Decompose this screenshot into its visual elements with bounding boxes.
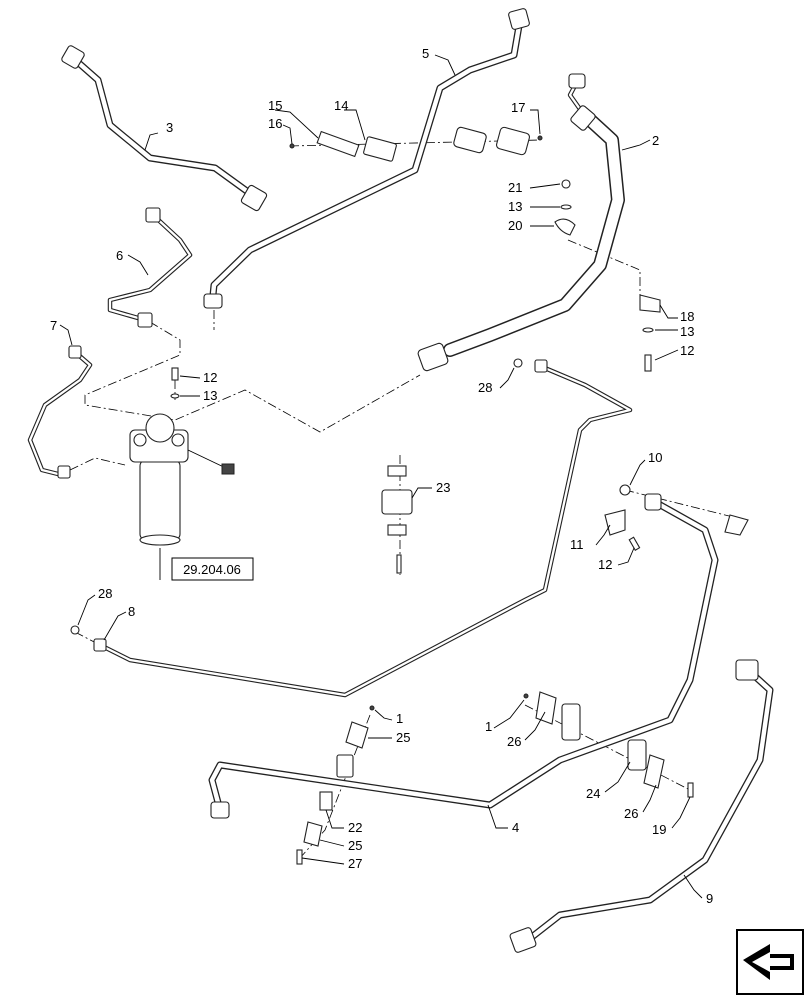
callout-12-lower: 12 <box>598 557 612 572</box>
callout-24: 24 <box>586 786 600 801</box>
callout-1-left: 1 <box>396 711 403 726</box>
callout-labels: 5 3 2 6 7 15 14 16 17 21 13 20 18 13 12 … <box>50 46 713 906</box>
next-page-arrow-icon[interactable] <box>736 929 804 995</box>
callout-15: 15 <box>268 98 282 113</box>
callout-9: 9 <box>706 891 713 906</box>
callout-13-right: 13 <box>680 324 694 339</box>
callout-11: 11 <box>570 537 584 552</box>
callout-12-filter: 12 <box>203 370 217 385</box>
reference-label: 29.204.06 <box>183 562 241 577</box>
reference-box <box>171 557 254 581</box>
callout-13-upper: 13 <box>508 199 522 214</box>
callout-4: 4 <box>512 820 519 835</box>
callout-10: 10 <box>648 450 662 465</box>
callout-17: 17 <box>511 100 525 115</box>
callout-19: 19 <box>652 822 666 837</box>
tube-5 <box>203 8 530 309</box>
leader-lines <box>59 54 703 899</box>
callout-2: 2 <box>652 133 659 148</box>
callout-26-upper: 26 <box>507 734 521 749</box>
callout-5: 5 <box>422 46 429 61</box>
callout-21: 21 <box>508 180 522 195</box>
callout-25-upper: 25 <box>396 730 410 745</box>
callout-25-lower: 25 <box>348 838 362 853</box>
callout-12-right: 12 <box>680 343 694 358</box>
callout-3: 3 <box>166 120 173 135</box>
callout-20: 20 <box>508 218 522 233</box>
callout-7: 7 <box>50 318 57 333</box>
tube-9 <box>509 659 774 953</box>
callout-18: 18 <box>680 309 694 324</box>
fuel-line-8 <box>93 359 633 698</box>
callout-22: 22 <box>348 820 362 835</box>
callout-13-filter: 13 <box>203 388 217 403</box>
callout-14: 14 <box>334 98 348 113</box>
callout-8: 8 <box>128 604 135 619</box>
callout-16: 16 <box>268 116 282 131</box>
tube-6 <box>107 207 193 328</box>
callout-6: 6 <box>116 248 123 263</box>
callout-23: 23 <box>436 480 450 495</box>
tube-4 <box>208 493 719 819</box>
callout-1-right: 1 <box>485 719 492 734</box>
fuel-filter-assembly <box>129 413 235 580</box>
tube-7 <box>27 345 93 479</box>
hose-2 <box>417 73 625 372</box>
callout-26-lower: 26 <box>624 806 638 821</box>
callout-28-lower: 28 <box>98 586 112 601</box>
tube-3 <box>61 45 268 212</box>
callout-28-upper: 28 <box>478 380 492 395</box>
small-parts <box>70 126 749 865</box>
callout-27: 27 <box>348 856 362 871</box>
